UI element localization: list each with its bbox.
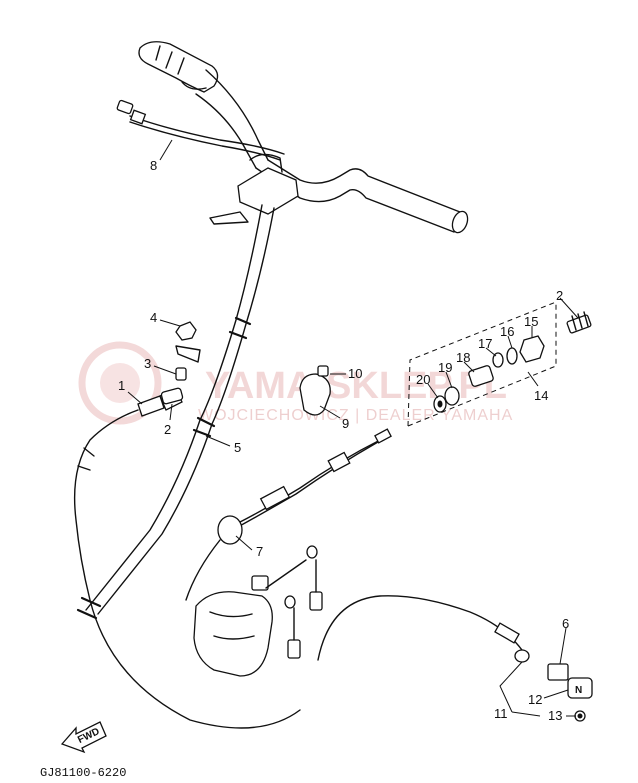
callout-8: 8 bbox=[150, 158, 157, 173]
watermark-subtitle: WOJCIECHOWICZ | DEALER YAMAHA bbox=[198, 407, 513, 424]
parts-6-12-13: N bbox=[547, 663, 593, 722]
callout-15: 15 bbox=[524, 314, 538, 329]
cable-part-1 bbox=[73, 389, 301, 729]
cable-part-7 bbox=[185, 428, 392, 601]
cable-part-8 bbox=[116, 99, 285, 161]
callout-6: 6 bbox=[562, 616, 569, 631]
callout-17: 17 bbox=[478, 336, 492, 351]
callout-16: 16 bbox=[500, 324, 514, 339]
callout-10: 10 bbox=[348, 366, 362, 381]
callout-18: 18 bbox=[456, 350, 470, 365]
callout-14: 14 bbox=[534, 388, 548, 403]
callout-4: 4 bbox=[150, 310, 157, 325]
forward-arrow-icon: FWD bbox=[60, 721, 107, 754]
callouts: 1 2 2 3 4 5 6 7 8 9 10 11 12 13 14 15 16… bbox=[118, 158, 569, 723]
callout-20: 20 bbox=[416, 372, 430, 387]
callout-2-top: 2 bbox=[556, 288, 563, 303]
callout-9: 9 bbox=[342, 416, 349, 431]
cable-part-11 bbox=[317, 595, 530, 663]
leader-lines bbox=[127, 139, 579, 717]
diagram-code: GJ81100-6220 bbox=[40, 766, 126, 780]
callout-2-left: 2 bbox=[164, 422, 171, 437]
callout-7: 7 bbox=[256, 544, 263, 559]
callout-5: 5 bbox=[234, 440, 241, 455]
cable-bundle bbox=[76, 204, 275, 620]
svg-text:N: N bbox=[575, 685, 582, 696]
callout-19: 19 bbox=[438, 360, 452, 375]
callout-13: 13 bbox=[548, 708, 562, 723]
callout-12: 12 bbox=[528, 692, 542, 707]
callout-11: 11 bbox=[494, 706, 508, 721]
callout-1: 1 bbox=[118, 378, 125, 393]
handlebar bbox=[138, 41, 469, 234]
carburetor bbox=[193, 545, 323, 677]
callout-3: 3 bbox=[144, 356, 151, 371]
fitting-assembly-14 bbox=[407, 301, 592, 427]
